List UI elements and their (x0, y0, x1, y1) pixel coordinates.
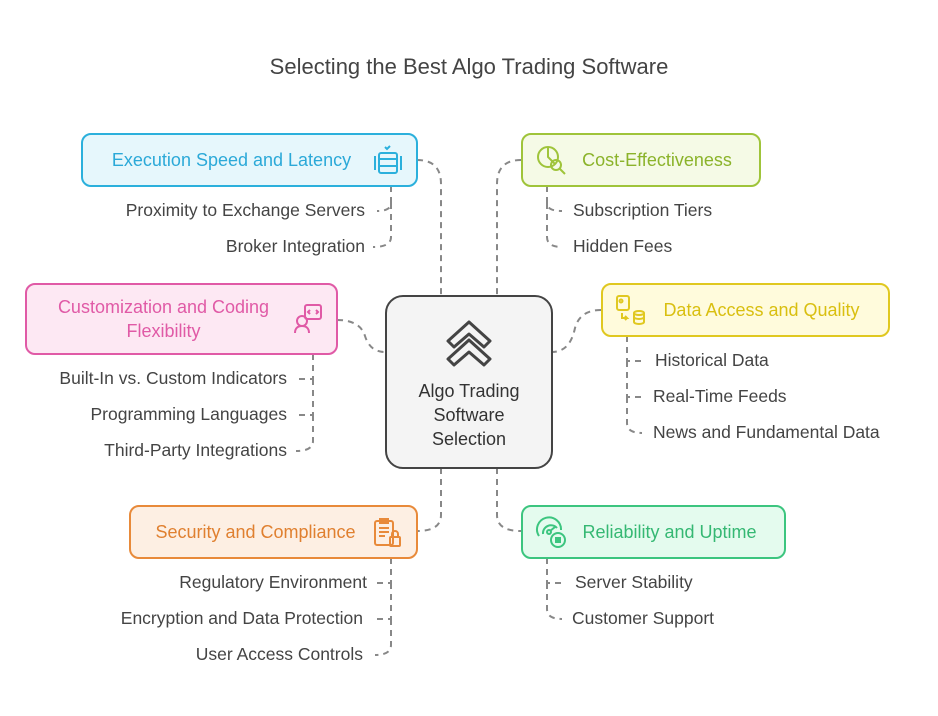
list-item: Encryption and Data Protection (120, 608, 363, 628)
list-item: Regulatory Environment (179, 572, 367, 592)
center-node: Algo Trading Software Selection (385, 295, 553, 469)
diagram-title: Selecting the Best Algo Trading Software (269, 54, 669, 79)
data-transfer-icon (616, 295, 645, 326)
gauge-icon (536, 516, 566, 548)
list-item: News and Fundamental Data (653, 422, 880, 442)
developer-icon (294, 304, 322, 334)
list-item: Real-Time Feeds (653, 386, 787, 406)
branch-label: Execution Speed and Latency (111, 150, 352, 170)
branch-label: Data Access and Quality (663, 300, 860, 320)
list-item: Subscription Tiers (573, 200, 713, 220)
list-item: Server Stability (575, 572, 693, 592)
branch-customization: Customization and Coding Flexibility (25, 283, 338, 355)
branch-execution: Execution Speed and Latency (81, 133, 418, 187)
list-item: User Access Controls (195, 644, 363, 664)
branch-label: Reliability and Uptime (582, 522, 757, 542)
chart-search-icon (537, 146, 566, 175)
list-item: Programming Languages (90, 404, 287, 424)
list-item: Broker Integration (225, 236, 365, 256)
list-item: Hidden Fees (573, 236, 673, 256)
branch-label: Security and Compliance (155, 522, 356, 542)
list-item: Historical Data (655, 350, 769, 370)
branch-cost: Cost-Effectiveness (521, 133, 761, 187)
clipboard-lock-icon (374, 518, 401, 547)
branch-data: Data Access and Quality (601, 283, 890, 337)
list-item: Built-In vs. Custom Indicators (59, 368, 287, 388)
list-item: Customer Support (572, 608, 715, 628)
branch-label: Cost-Effectiveness (582, 150, 732, 170)
list-item: Proximity to Exchange Servers (125, 200, 365, 220)
center-label: Algo Trading Software Selection (418, 381, 520, 449)
chevrons-up-icon (446, 320, 492, 367)
branch-security: Security and Compliance (129, 505, 418, 559)
list-item: Third-Party Integrations (104, 440, 287, 460)
branch-label: Customization and Coding Flexibility (57, 297, 270, 341)
server-icon (374, 145, 402, 174)
branch-reliability: Reliability and Uptime (521, 505, 786, 559)
